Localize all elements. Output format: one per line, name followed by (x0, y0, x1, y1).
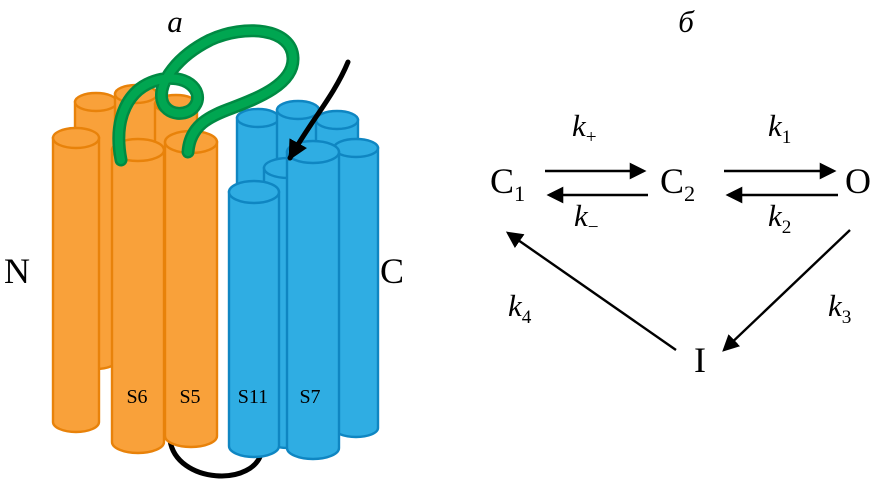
panel-a-title: a (167, 4, 183, 39)
kinetic-scheme-arrows (505, 162, 851, 352)
state-c1: C1 (490, 161, 525, 205)
rate-k-plus-base: k (572, 108, 586, 143)
rate-k4-base: k (508, 288, 522, 323)
cylinder-body (285, 150, 341, 461)
pore-entry-arrow (287, 59, 351, 161)
rate-k1-base: k (768, 108, 782, 143)
rate-k2-base: k (768, 198, 782, 233)
rate-k1: k1 (768, 108, 791, 147)
state-c2-base: C (660, 161, 685, 201)
rate-k2: k2 (768, 198, 791, 237)
panel-b-title: б (678, 4, 694, 39)
rate-k4: k4 (508, 288, 531, 327)
cylinder-body (227, 190, 281, 459)
rate-k3: k3 (828, 288, 851, 327)
helix-cylinder-s7 (285, 139, 341, 461)
rate-k4-sub: 4 (521, 307, 532, 329)
cylinder-top (51, 126, 101, 150)
helix-label-s11: S11 (237, 386, 269, 408)
cylinder-body (51, 136, 101, 434)
rate-k1-sub: 1 (781, 127, 792, 149)
helix-label-s7: S7 (299, 386, 321, 408)
cylinder-top (73, 91, 119, 113)
cylinder-top (314, 109, 360, 131)
helix-cylinder-s11 (227, 179, 281, 459)
arrow-i-to-c1 (505, 231, 677, 351)
rate-k-minus-sub: − (587, 217, 599, 239)
state-c2: C2 (660, 161, 695, 205)
cylinder-top (275, 99, 321, 121)
cylinder-top (227, 179, 281, 205)
green-loop (114, 26, 298, 164)
rate-k3-base: k (828, 288, 842, 323)
state-c1-sub: 1 (514, 181, 526, 207)
rate-k-plus: k+ (572, 108, 597, 147)
blue-helix-bundle (227, 99, 380, 461)
rate-k-minus-base: k (574, 198, 588, 233)
c-terminus-label: C (380, 251, 405, 291)
state-i: I (694, 340, 706, 380)
cylinder-body (332, 146, 380, 439)
cylinder-body (163, 140, 219, 449)
cylinder-body (110, 148, 166, 455)
rate-k3-sub: 3 (841, 307, 852, 329)
orange-helix-bundle (51, 83, 219, 455)
rate-k-minus: k− (574, 198, 599, 237)
cylinder-top (235, 107, 281, 129)
n-terminus-label: N (4, 251, 30, 291)
state-o: O (845, 161, 871, 201)
cylinder-top (332, 137, 380, 159)
arrow-o-to-i (722, 229, 851, 352)
helix-cylinder (332, 137, 380, 439)
bottom-linker-loop (167, 437, 265, 479)
helix-label-s5: S5 (179, 386, 201, 408)
rate-k2-sub: 2 (781, 217, 792, 239)
state-c2-sub: 2 (684, 181, 696, 207)
helix-cylinder (51, 126, 101, 434)
helix-label-s6: S6 (126, 386, 148, 408)
state-c1-base: C (490, 161, 515, 201)
rate-k-plus-sub: + (585, 127, 597, 149)
